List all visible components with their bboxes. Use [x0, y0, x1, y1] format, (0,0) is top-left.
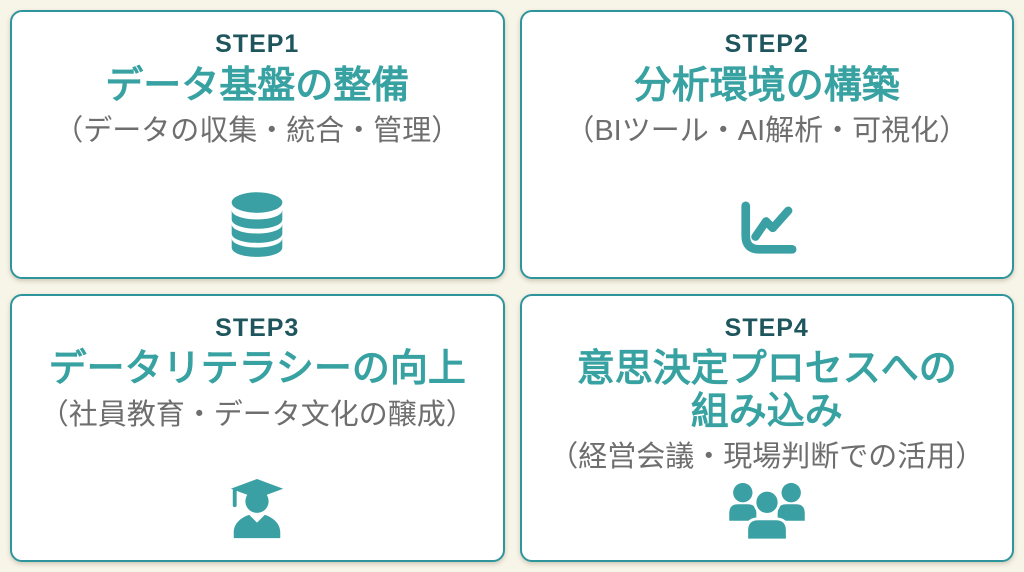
step4-card: STEP4 意思決定プロセスへの 組み込み （経営会議・現場判断での活用） — [519, 293, 1014, 562]
step2-title: 分析環境の構築 — [633, 64, 900, 107]
step4-subtitle: （経営会議・現場判断での活用） — [549, 441, 985, 474]
step3-title: データリテラシーの向上 — [48, 348, 466, 391]
step1-card: STEP1 データ基盤の整備 （データの収集・統合・管理） — [10, 10, 505, 279]
step1-subtitle: （データの収集・統合・管理） — [54, 115, 461, 148]
line-chart-icon — [736, 200, 798, 259]
step1-title: データ基盤の整備 — [105, 64, 410, 107]
step3-label: STEP3 — [215, 313, 300, 342]
people-group-icon — [728, 482, 806, 542]
step2-label: STEP2 — [724, 30, 809, 58]
step2-card: STEP2 分析環境の構築 （BIツール・AI解析・可視化） — [519, 10, 1014, 279]
step2-subtitle: （BIツール・AI解析・可視化） — [565, 115, 969, 148]
step4-label: STEP4 — [724, 313, 809, 342]
step1-label: STEP1 — [215, 30, 300, 58]
graduate-icon — [226, 478, 288, 542]
step4-title: 意思決定プロセスへの 組み込み — [576, 348, 957, 433]
step3-card: STEP3 データリテラシーの向上 （社員教育・データ文化の醸成） — [10, 293, 505, 562]
database-icon — [227, 191, 287, 259]
step3-subtitle: （社員教育・データ文化の醸成） — [39, 398, 475, 431]
